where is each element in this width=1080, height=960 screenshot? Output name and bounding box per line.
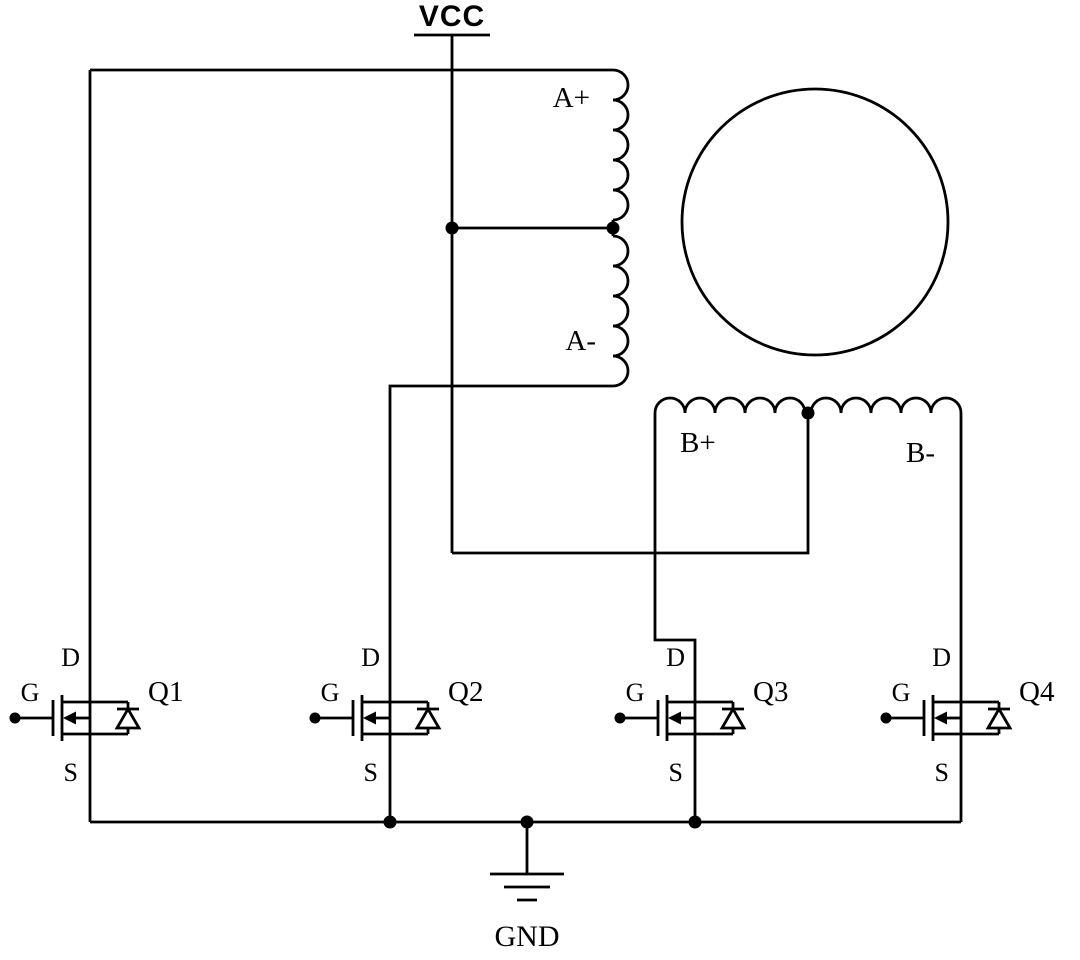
junction-dot-coil-a-center (606, 221, 620, 235)
gate-label: G (626, 678, 645, 707)
transistor-name-label: Q2 (448, 676, 483, 708)
gate-label: G (21, 678, 40, 707)
wire-b-center-tap-feed (452, 413, 810, 555)
gate-label: G (321, 678, 340, 707)
source-label: S (669, 758, 683, 787)
body-arrow-icon (363, 711, 376, 725)
phase-a-minus-label: A- (565, 325, 596, 357)
phase-b-plus-label: B+ (680, 427, 716, 459)
power-rail-vcc: VCC (414, 0, 490, 553)
wire-aminus-to-q2 (388, 384, 613, 702)
coil-a-upper (612, 68, 630, 222)
transistor-name-label: Q4 (1019, 676, 1055, 708)
mosfet-q4: DG S Q4 (880, 643, 1055, 822)
diode-triangle-icon (985, 706, 1013, 730)
drain-label: D (361, 643, 380, 672)
winding-b: B+ B- (653, 396, 963, 469)
gate-label: G (892, 678, 911, 707)
junction-dot-vcc-atap (445, 221, 459, 235)
phase-a-plus-label: A+ (553, 82, 590, 114)
body-arrow-icon (668, 711, 681, 725)
transistor-name-label: Q1 (148, 676, 183, 708)
ground-symbol: GND (490, 822, 564, 953)
diode-triangle-icon (414, 706, 442, 730)
drain-label: D (932, 643, 951, 672)
transistor-name-label: Q3 (753, 676, 788, 708)
gnd-label: GND (495, 920, 560, 953)
body-arrow-icon (63, 711, 76, 725)
junction-dot-coil-b-center (801, 406, 815, 420)
source-label: S (935, 758, 949, 787)
wire-bplus-to-q3 (653, 413, 697, 702)
drain-label: D (666, 643, 685, 672)
body-arrow-icon (934, 711, 947, 725)
coil-a-lower (612, 234, 630, 388)
coil-b-right (809, 396, 963, 414)
diode-triangle-icon (719, 706, 747, 730)
motor-rotor-circle (680, 87, 950, 357)
mosfet-q2: DG S Q2 (309, 643, 483, 822)
mosfet-q3: DG S Q3 (614, 643, 788, 822)
phase-b-minus-label: B- (906, 437, 935, 469)
source-label: S (364, 758, 378, 787)
source-label: S (64, 758, 78, 787)
drain-label: D (61, 643, 80, 672)
junction-dot-gnd-tap (520, 815, 534, 829)
mosfet-q1: DG S Q1 (9, 643, 183, 822)
diode-triangle-icon (114, 706, 142, 730)
vcc-label: VCC (419, 0, 485, 33)
coil-b-left (653, 396, 807, 414)
